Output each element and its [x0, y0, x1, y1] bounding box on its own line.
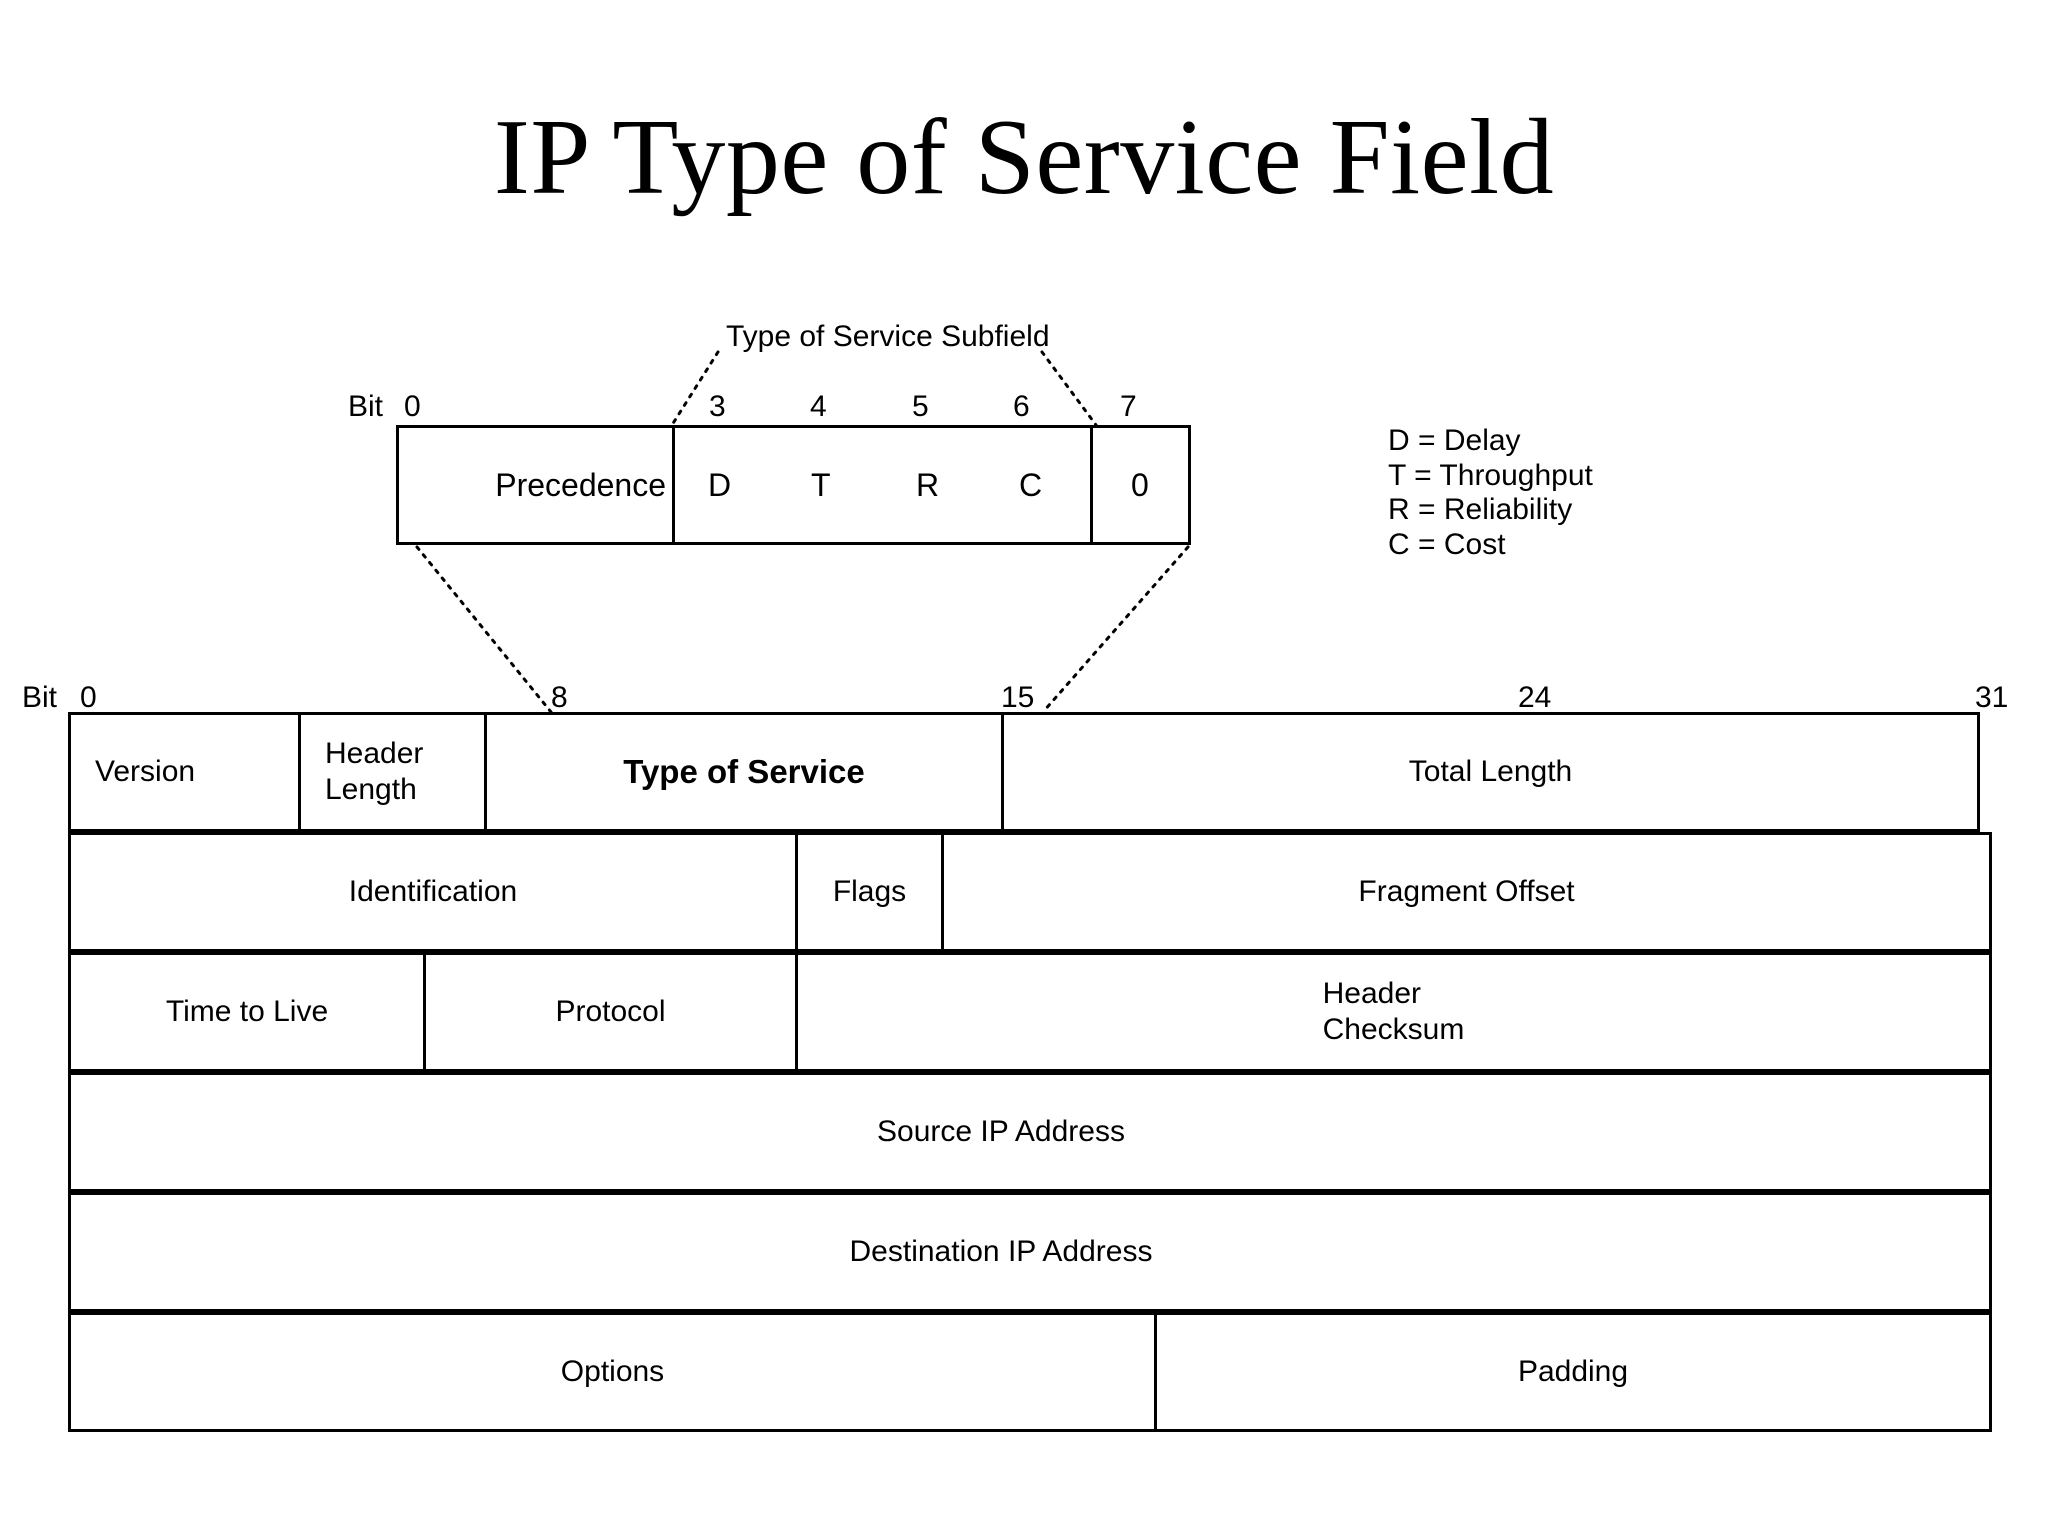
leader-tosbox-left-to-bit8: [415, 545, 553, 714]
header-bit-label-24: 24: [1518, 681, 1552, 714]
cell-flags: Flags: [798, 835, 944, 949]
tos-cell-c-label: C: [1019, 466, 1043, 503]
tos-bit-prefix: Bit: [348, 390, 384, 423]
header-bit-label-0: 0: [80, 681, 97, 714]
ip-header-table: Version Header Length Type of Service To…: [68, 712, 1992, 1432]
leader-caption-to-bit7: [1040, 350, 1098, 427]
header-bit-label-31: 31: [1975, 681, 2009, 714]
cell-protocol: Protocol: [426, 955, 798, 1069]
tos-subfield-box: Precedence D T R C 0: [396, 425, 1191, 545]
tos-bit-label-6: 6: [1013, 390, 1030, 423]
tos-bit-label-7: 7: [1120, 390, 1137, 423]
legend-item-reliability: R = Reliability: [1388, 493, 1573, 526]
cell-options: Options: [71, 1315, 1157, 1429]
header-bit-label-15: 15: [1001, 681, 1035, 714]
tos-cell-d-label: D: [708, 466, 732, 503]
cell-source-ip-address: Source IP Address: [877, 1115, 1125, 1148]
tos-bit-label-5: 5: [912, 390, 929, 423]
cell-time-to-live: Time to Live: [71, 955, 426, 1069]
tos-cell-reserved: 0: [1093, 428, 1188, 542]
cell-padding: Padding: [1517, 1355, 1629, 1388]
page-title: IP Type of Service Field: [493, 98, 1555, 217]
table-row: Time to Live Protocol Header Checksum: [68, 952, 1992, 1072]
legend: D = Delay T = Throughput R = Reliability…: [1388, 424, 1593, 562]
table-row: Source IP Address: [68, 1072, 1992, 1192]
table-row: Identification Flags Fragment Offset: [68, 832, 1992, 952]
cell-header-length: Header Length: [301, 715, 487, 829]
legend-item-throughput: T = Throughput: [1388, 458, 1593, 492]
tos-bit-label-4: 4: [810, 390, 827, 423]
leader-tosbox-right-to-bit15: [1041, 545, 1190, 714]
cell-version: Version: [71, 715, 301, 829]
tos-cell-t-label: T: [811, 466, 831, 503]
table-row: Destination IP Address: [68, 1192, 1992, 1312]
tos-bit-label-3: 3: [709, 390, 726, 423]
tos-cell-r-label: R: [916, 466, 940, 503]
cell-type-of-service: Type of Service: [487, 715, 1004, 829]
header-bit-label-8: 8: [551, 681, 568, 714]
header-bit-prefix: Bit: [22, 681, 58, 714]
legend-item-cost: C = Cost: [1388, 527, 1506, 561]
cell-identification: Identification: [71, 835, 798, 949]
table-row: Version Header Length Type of Service To…: [68, 712, 1980, 832]
tos-cell-reserved-label: 0: [1131, 466, 1149, 503]
tos-subfield-caption: Type of Service Subfield: [726, 320, 1050, 353]
tos-cell-dtrc: D T R C: [675, 428, 1093, 542]
cell-header-checksum: Header Checksum: [1322, 977, 1465, 1046]
tos-cell-precedence-label: Precedence: [495, 466, 666, 503]
cell-total-length: Total Length: [1408, 755, 1573, 788]
cell-destination-ip-address: Destination IP Address: [849, 1235, 1153, 1268]
tos-cell-precedence: Precedence: [399, 428, 675, 542]
cell-fragment-offset: Fragment Offset: [1358, 875, 1575, 908]
table-row: Options Padding: [68, 1312, 1992, 1432]
legend-item-delay: D = Delay: [1388, 424, 1521, 457]
tos-bit-label-0: 0: [404, 390, 421, 423]
